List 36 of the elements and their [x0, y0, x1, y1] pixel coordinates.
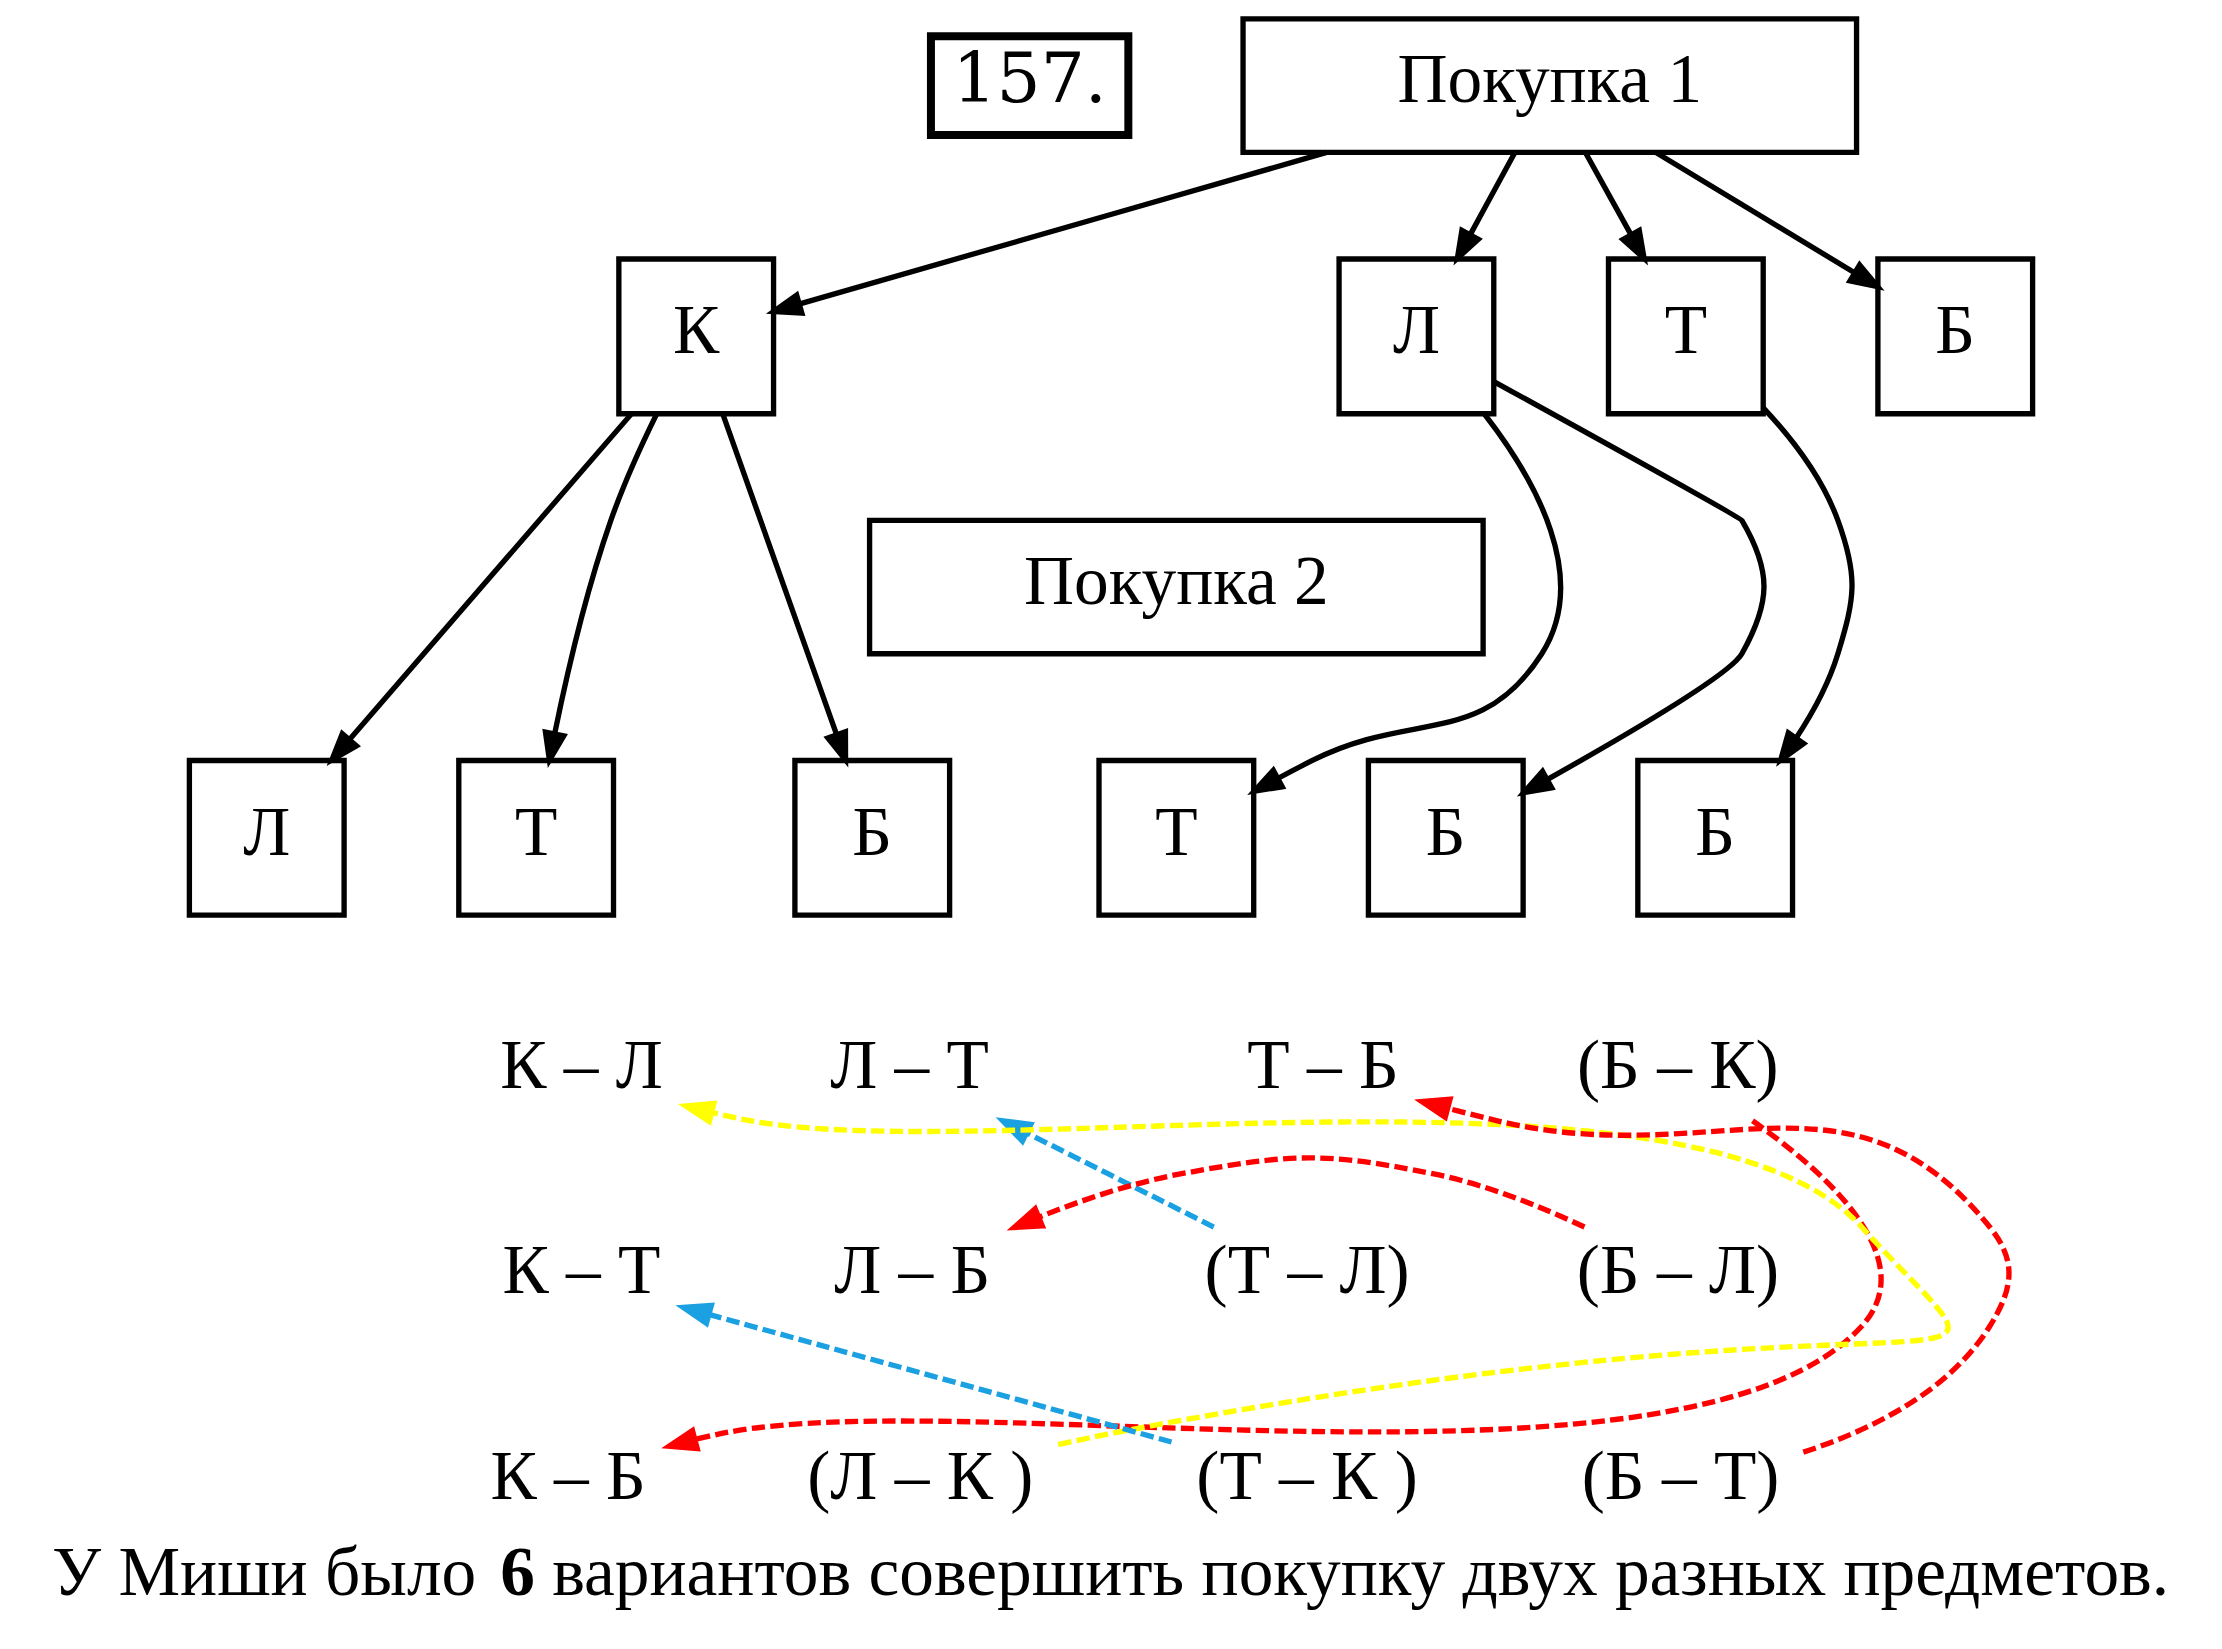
arrow	[1414, 1096, 2012, 1455]
arrow	[1247, 412, 1564, 796]
node-text: (Т – К )	[1196, 1436, 1418, 1514]
caption: У Миши было 6 вариантов совершить покупку двух разных предметов.	[52, 1532, 2170, 1610]
node-text: (Б – Т)	[1581, 1436, 1780, 1514]
arrow	[675, 1302, 1173, 1445]
node-text: (Т – Л)	[1204, 1231, 1410, 1309]
node-box: Л	[1336, 256, 1497, 417]
node-text: К – Л	[500, 1026, 663, 1104]
node-text: Л – Т	[830, 1026, 989, 1104]
arrow	[542, 413, 659, 769]
node-text: (Б – К)	[1577, 1026, 1779, 1104]
node-text: К – Б	[490, 1436, 646, 1514]
node-box: К	[616, 256, 777, 417]
node-box: Т	[1096, 757, 1257, 918]
node-box: Покупка 1	[1240, 16, 1860, 155]
arrow	[1006, 1155, 1586, 1231]
label: 157.	[952, 38, 1107, 119]
node-text: Т – Б	[1247, 1026, 1399, 1104]
node-text: (Л – К )	[807, 1436, 1034, 1514]
node-box: Б	[1365, 757, 1526, 918]
node-text: К – Т	[502, 1231, 661, 1309]
node-box: Покупка 2	[866, 517, 1486, 657]
node-box: Т	[456, 757, 617, 918]
arrow	[720, 413, 849, 768]
arrow	[326, 412, 633, 767]
arrow	[1453, 151, 1518, 266]
node-box: Б	[1875, 256, 2036, 417]
arrow	[1492, 379, 1767, 797]
node-box: Б	[792, 757, 953, 918]
node-box: Л	[186, 757, 347, 918]
node-box: Т	[1605, 256, 1766, 417]
node-text: (Б – Л)	[1576, 1231, 1780, 1309]
node-text: Л – Б	[834, 1231, 991, 1309]
node-box: Б	[1635, 757, 1796, 918]
arrow	[765, 149, 1328, 316]
